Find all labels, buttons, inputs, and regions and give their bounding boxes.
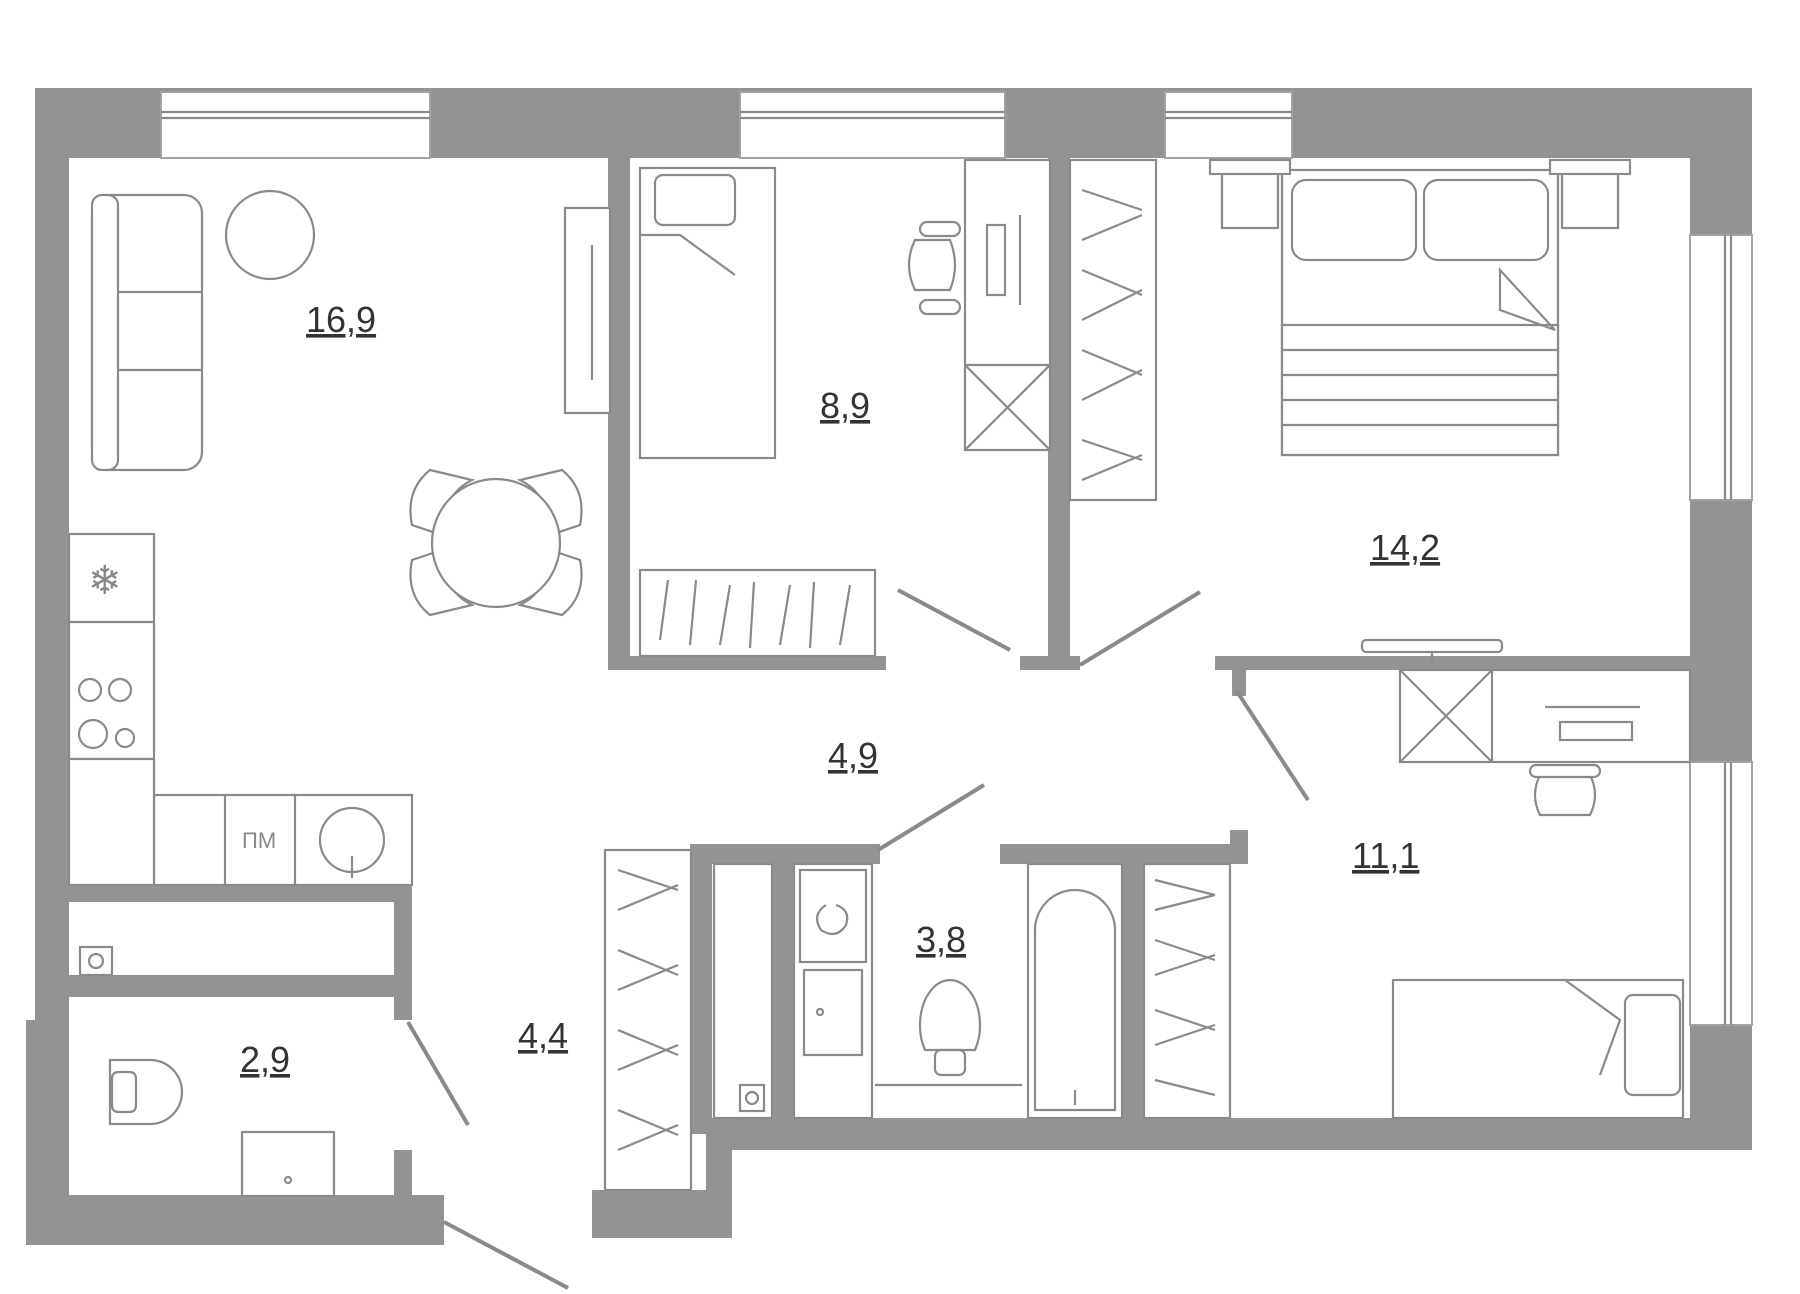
doors [406, 588, 1310, 1290]
snowflake-icon: ❄ [88, 559, 122, 603]
small-bedroom-furniture [638, 158, 1052, 658]
exterior-walls [26, 88, 1752, 1245]
area-label-living: 16,9 [306, 299, 376, 340]
area-label-bedroom-small: 8,9 [820, 385, 870, 426]
area-label-bathroom: 3,8 [916, 919, 966, 960]
area-label-hall: 4,9 [828, 735, 878, 776]
living-kitchen-furniture: ❄ ПМ [67, 189, 612, 887]
corner-bedroom-furniture [1142, 638, 1692, 1120]
windows [160, 91, 1753, 1026]
master-bedroom-furniture [1068, 158, 1632, 502]
bathroom-furniture [603, 848, 1124, 1192]
wc-furniture [78, 945, 336, 1198]
area-label-wc: 2,9 [240, 1039, 290, 1080]
dishwasher-label: ПМ [242, 828, 276, 853]
area-labels: 16,9 8,9 14,2 4,9 11,1 3,8 4,4 2,9 [240, 299, 1440, 1080]
area-label-entrance: 4,4 [518, 1015, 568, 1056]
area-label-bedroom-master: 14,2 [1370, 527, 1440, 568]
area-label-bedroom-corner: 11,1 [1352, 835, 1419, 876]
